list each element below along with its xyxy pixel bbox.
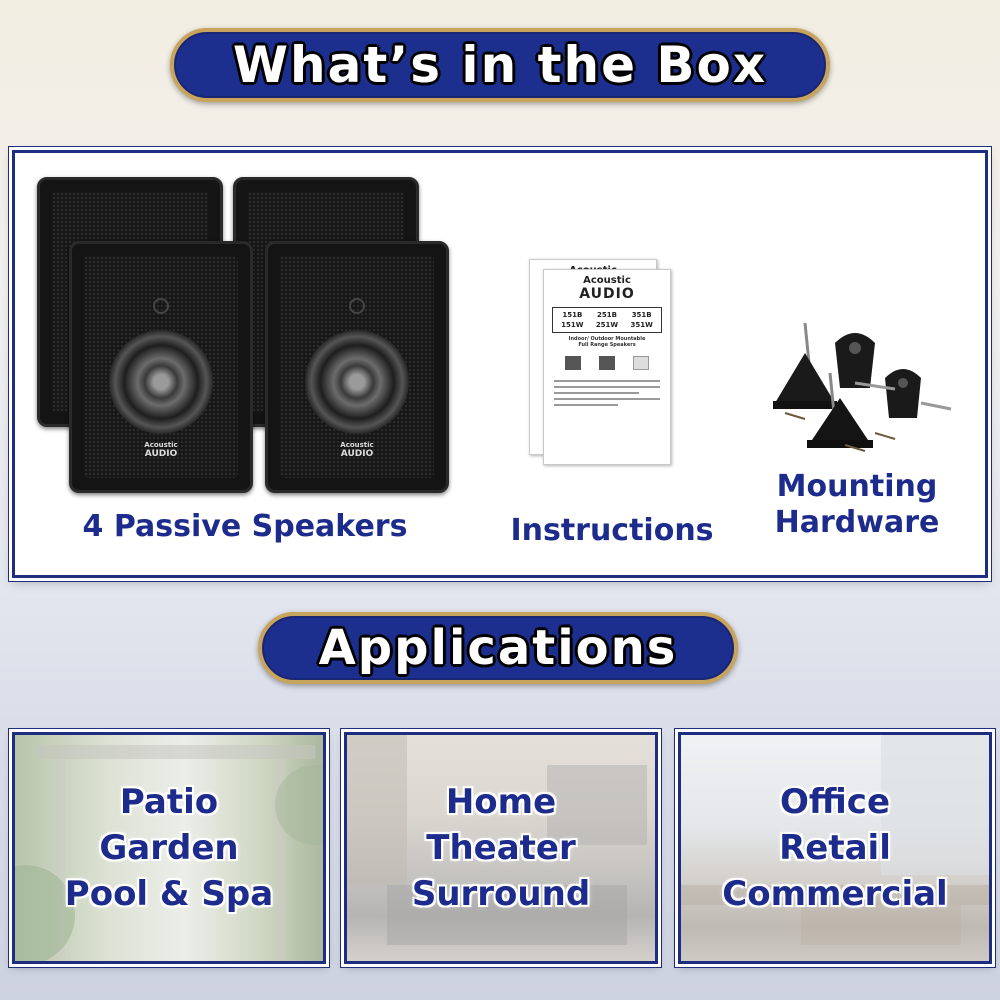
tweeter-icon — [349, 298, 365, 315]
whats-in-the-box-banner: What’s in the Box — [170, 28, 830, 102]
patio-line-3: Pool & Spa — [64, 874, 274, 914]
home-line-1: Home — [445, 782, 557, 822]
patio-line-2: Garden — [99, 828, 239, 868]
office-line-3: Commercial — [722, 874, 948, 914]
office-line-2: Retail — [779, 828, 891, 868]
home-line-3: Surround — [411, 874, 591, 914]
speaker-front-left: Acoustic AUDIO — [69, 241, 253, 493]
whats-in-the-box-title: What’s in the Box — [232, 36, 768, 94]
woofer-icon — [109, 329, 213, 434]
tweeter-icon — [153, 298, 169, 315]
application-tile-home: Home Theater Surround — [344, 732, 658, 964]
speaker-front-right: Acoustic AUDIO — [265, 241, 449, 493]
application-tile-office: Office Retail Commercial — [678, 732, 992, 964]
manual-sheet-front: Acoustic AUDIO 151B 251B 351B 151W 251W … — [543, 269, 671, 465]
office-line-1: Office — [779, 782, 891, 822]
manual-model-table: 151B 251B 351B 151W 251W 351W — [552, 307, 662, 334]
applications-title: Applications — [318, 620, 678, 676]
patio-line-1: Patio — [119, 782, 219, 822]
speaker-logo: Acoustic AUDIO — [340, 441, 374, 460]
speaker-logo: Acoustic AUDIO — [144, 441, 178, 460]
woofer-icon — [305, 329, 409, 434]
instructions-label: Instructions — [510, 513, 714, 548]
applications-banner: Applications — [258, 612, 738, 684]
home-line-2: Theater — [426, 828, 576, 868]
mounting-hardware-label: Mounting Hardware — [774, 469, 940, 540]
mounting-bracket-icon — [773, 322, 952, 452]
box-contents-panel: Acoustic AUDIO Acoustic AUDIO 4 Passive … — [12, 150, 988, 578]
application-tile-patio: Patio Garden Pool & Spa — [12, 732, 326, 964]
speakers-label: 4 Passive Speakers — [82, 509, 408, 544]
